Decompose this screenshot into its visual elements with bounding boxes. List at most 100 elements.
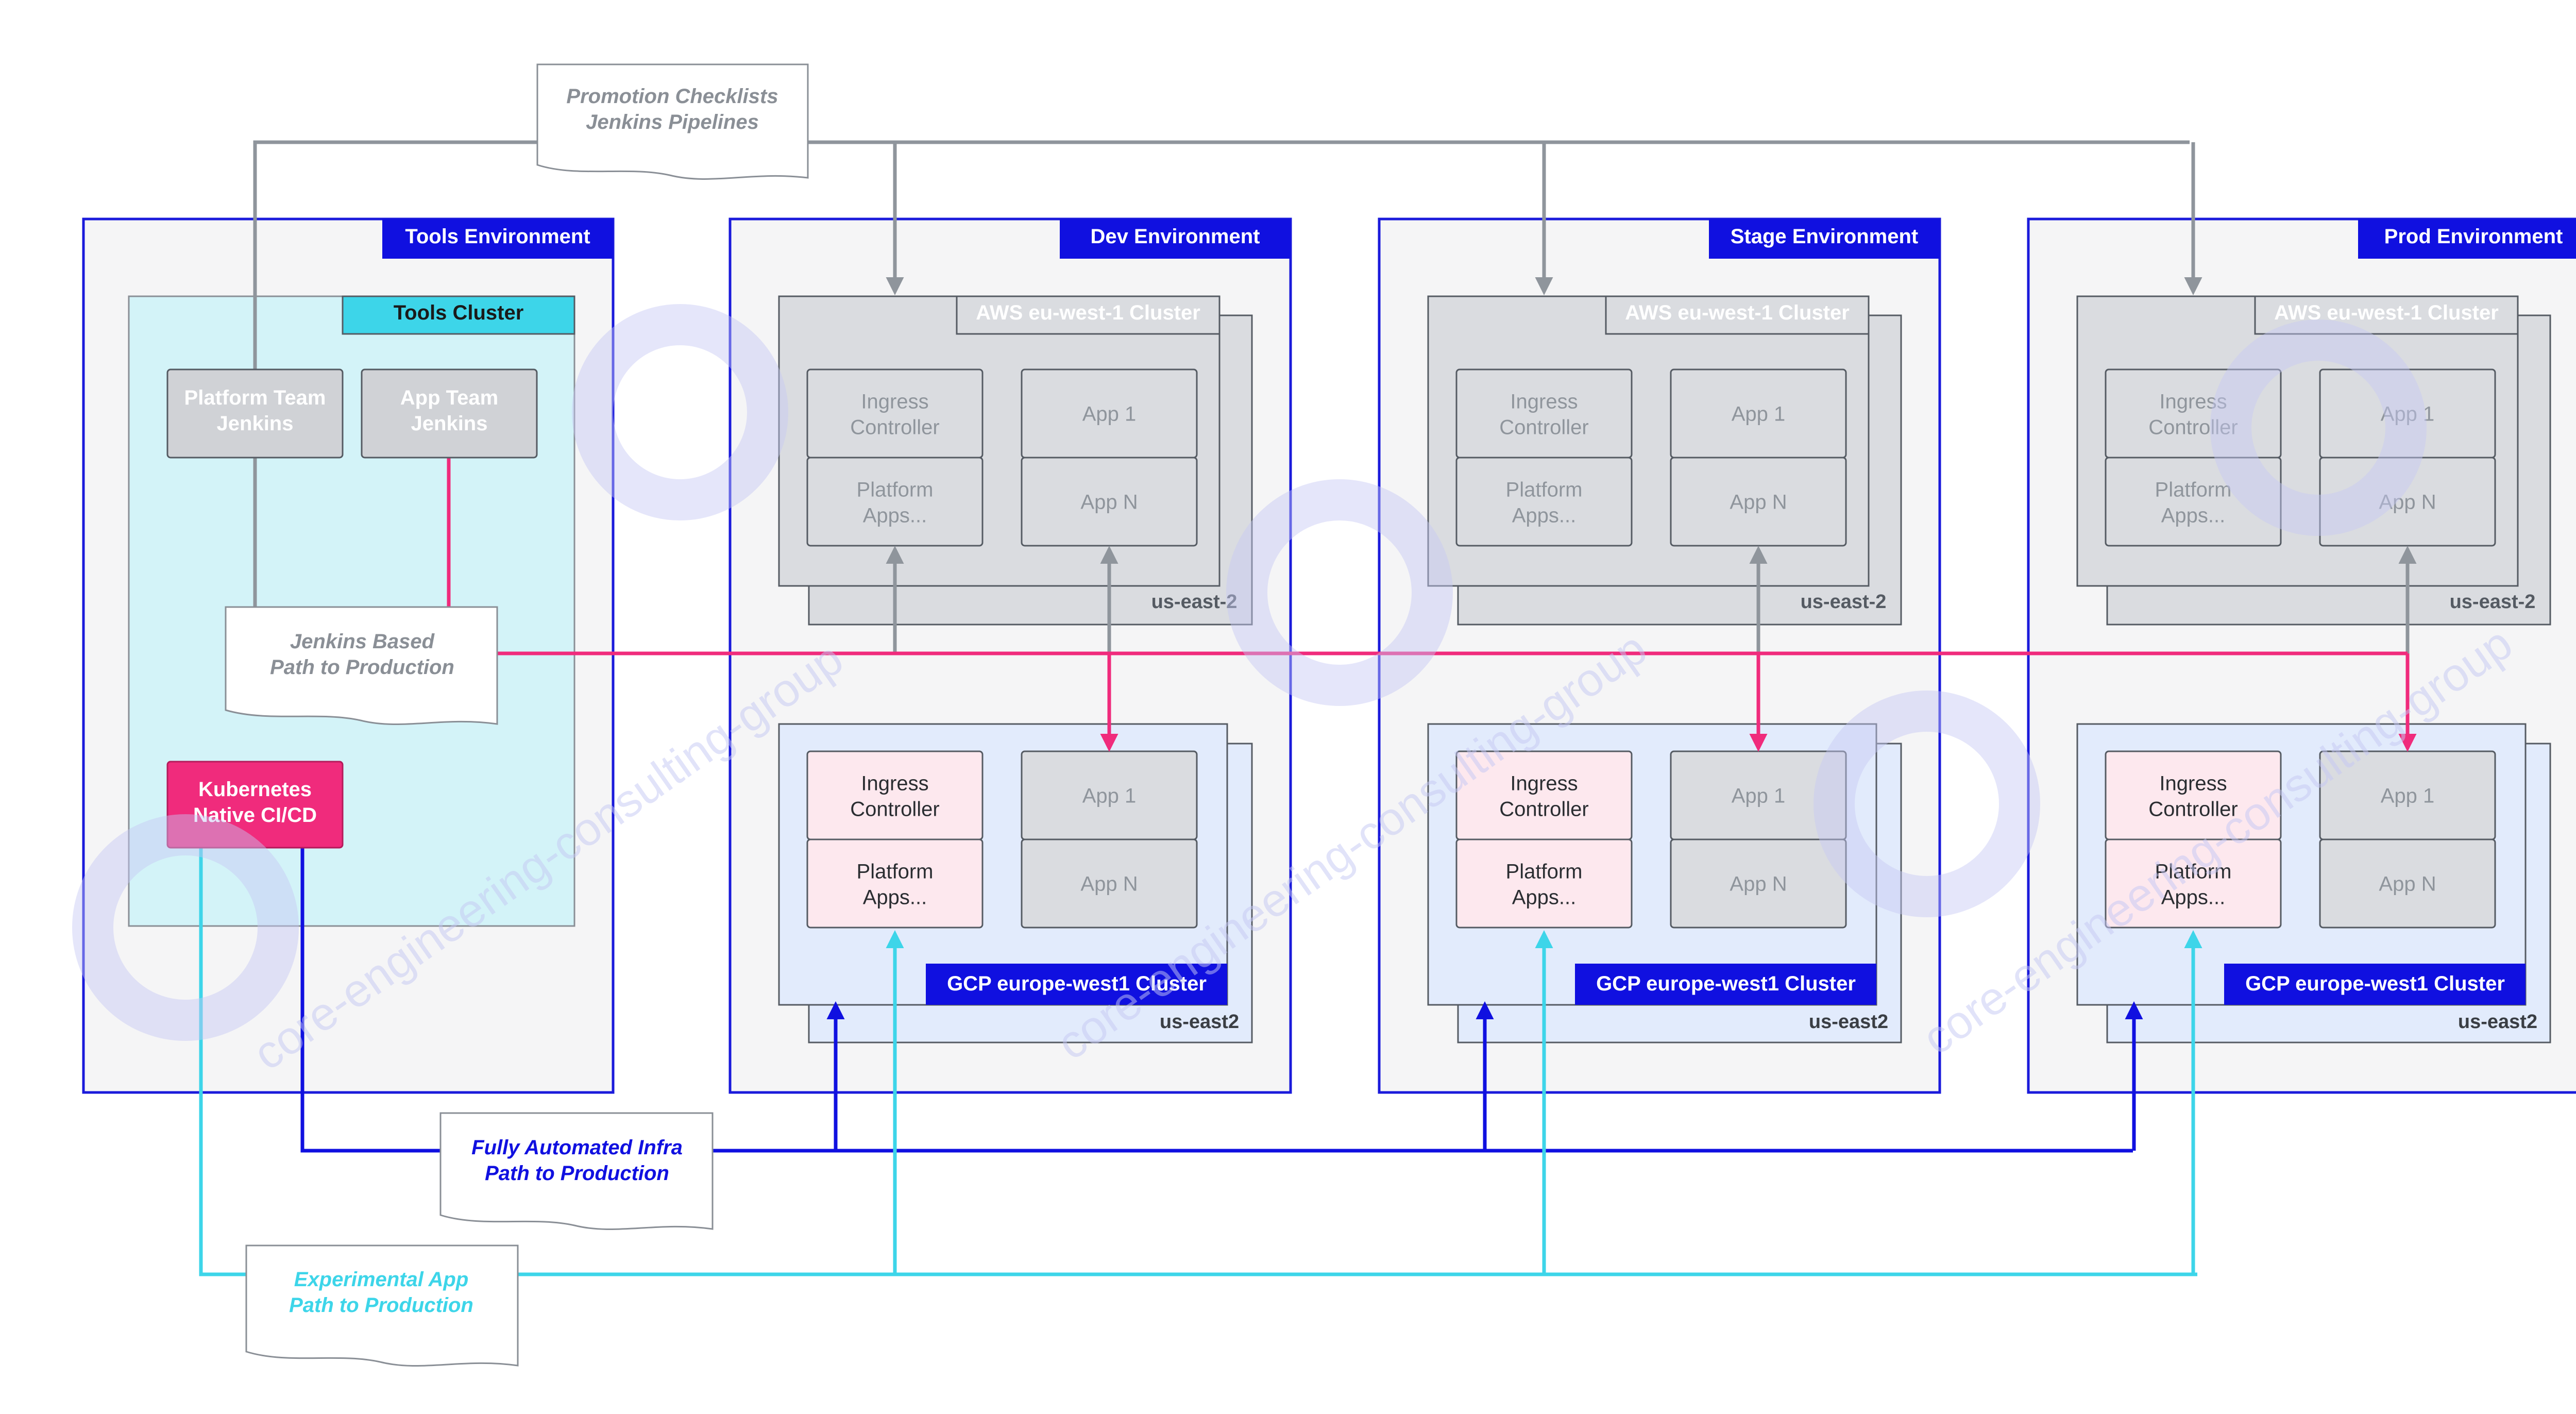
dev-gcp-app-1: App 1 — [1021, 750, 1198, 840]
prod-gcp-platform-apps-line2: Apps... — [2161, 886, 2226, 909]
app-team-jenkins-line1: App Team — [400, 386, 498, 409]
stage-gcp-ingress-controller-line2: Controller — [1499, 798, 1588, 821]
prod-aws-platform-apps: PlatformApps... — [2105, 457, 2282, 547]
dev-aws-app-n: App N — [1021, 457, 1198, 547]
prod-aws-app-n-label: App N — [2379, 491, 2436, 514]
dev-gcp-cluster-label: GCP europe-west1 Cluster — [947, 972, 1207, 995]
dev-gcp-platform-apps-line1: Platform — [857, 861, 934, 883]
prod-aws-cluster-label: AWS eu-west-1 Cluster — [2274, 301, 2499, 324]
dev-gcp-ingress-controller-line1: Ingress — [861, 772, 928, 795]
stage-aws-app-n: App N — [1670, 457, 1847, 547]
prod-aws-platform-apps-line2: Apps... — [2161, 504, 2226, 527]
prod-gcp-platform-apps: PlatformApps... — [2105, 838, 2282, 929]
jenkins-doc-line1: Jenkins Based — [290, 630, 435, 653]
stage-gcp-app-n: App N — [1670, 838, 1847, 929]
stage-gcp-ingress-controller-line1: Ingress — [1510, 772, 1578, 795]
dev-environment-label: Dev Environment — [1091, 225, 1260, 248]
tools-environment-label: Tools Environment — [405, 225, 590, 248]
stage-aws-cluster-label: AWS eu-west-1 Cluster — [1625, 301, 1850, 324]
dev-gcp-region: us-east2 — [1160, 1011, 1239, 1033]
prod-aws-region: us-east-2 — [2450, 591, 2536, 613]
stage-gcp-app-n-label: App N — [1730, 873, 1787, 896]
jenkins-doc-line2: Path to Production — [270, 656, 454, 679]
prod-aws-app-n: App N — [2319, 457, 2496, 547]
stage-aws-ingress-controller-line2: Controller — [1499, 416, 1588, 439]
dev-gcp-app-1-label: App 1 — [1082, 785, 1137, 807]
prod-gcp-ingress-controller-line1: Ingress — [2159, 772, 2227, 795]
prod-gcp-cluster: GCP europe-west1 Cluster us-east2 IngressC… — [2076, 723, 2551, 1043]
dev-aws-ingress-controller-line2: Controller — [850, 416, 939, 439]
dev-aws-region: us-east-2 — [1151, 591, 1238, 613]
kubernetes-native-cicd-line1: Kubernetes — [198, 778, 312, 801]
cyan-link-main — [199, 848, 2197, 1276]
prod-aws-app-1: App 1 — [2319, 368, 2496, 459]
promotion-doc-line1: Promotion Checklists — [566, 85, 778, 108]
stage-gcp-region: us-east2 — [1809, 1011, 1888, 1033]
stage-gcp-platform-apps: PlatformApps... — [1455, 838, 1633, 929]
prod-gcp-app-1-label: App 1 — [2381, 785, 2435, 807]
dev-aws-platform-apps-line1: Platform — [857, 479, 934, 501]
infra-doc-line2: Path to Production — [485, 1162, 669, 1185]
app-team-jenkins-line2: Jenkins — [411, 412, 488, 435]
prod-aws-ingress-controller-line1: Ingress — [2159, 391, 2227, 413]
dev-gcp-app-n-label: App N — [1080, 873, 1138, 896]
infra-doc-line1: Fully Automated Infra — [471, 1136, 683, 1159]
experimental-doc-line1: Experimental App — [294, 1268, 469, 1291]
stage-aws-app-1: App 1 — [1670, 368, 1847, 459]
dev-aws-cluster: AWS eu-west-1 Cluster us-east-2 IngressCon… — [778, 295, 1253, 626]
platform-team-jenkins-line1: Platform Team — [184, 386, 326, 409]
prod-environment-label: Prod Environment — [2384, 225, 2563, 248]
prod-gcp-region: us-east2 — [2458, 1011, 2537, 1033]
tools-cluster-label: Tools Cluster — [394, 301, 524, 324]
dev-gcp-cluster: GCP europe-west1 Cluster us-east2 IngressC… — [778, 723, 1253, 1043]
platform-team-jenkins-line2: Jenkins — [217, 412, 294, 435]
stage-gcp-cluster: GCP europe-west1 Cluster us-east2 IngressC… — [1427, 723, 1902, 1043]
stage-gcp-app-1-label: App 1 — [1732, 785, 1786, 807]
dev-aws-platform-apps-line2: Apps... — [863, 504, 927, 527]
jenkins-path-doc: Jenkins Based Path to Production — [225, 606, 498, 726]
prod-gcp-cluster-label: GCP europe-west1 Cluster — [2245, 972, 2505, 995]
dev-aws-app-n-label: App N — [1080, 491, 1138, 514]
promotion-doc-line2: Jenkins Pipelines — [586, 111, 759, 133]
prod-gcp-app-n: App N — [2319, 838, 2496, 929]
dev-gcp-platform-apps-line2: Apps... — [863, 886, 927, 909]
kubernetes-native-cicd: Kubernetes Native CI/CD — [166, 761, 344, 849]
prod-aws-platform-apps-line1: Platform — [2155, 479, 2232, 501]
stage-aws-platform-apps-line2: Apps... — [1512, 504, 1577, 527]
stage-aws-platform-apps: PlatformApps... — [1455, 457, 1633, 547]
prod-aws-app-1-label: App 1 — [2381, 403, 2435, 426]
dev-gcp-ingress-controller-line2: Controller — [850, 798, 939, 821]
stage-gcp-cluster-label: GCP europe-west1 Cluster — [1596, 972, 1856, 995]
dev-gcp-platform-apps: PlatformApps... — [806, 838, 984, 929]
app-team-jenkins: App Team Jenkins — [361, 368, 538, 459]
stage-aws-region: us-east-2 — [1801, 591, 1887, 613]
stage-gcp-app-1: App 1 — [1670, 750, 1847, 840]
stage-aws-platform-apps-line1: Platform — [1506, 479, 1583, 501]
platform-team-jenkins: Platform Team Jenkins — [166, 368, 344, 459]
prod-gcp-app-1: App 1 — [2319, 750, 2496, 840]
dev-aws-ingress-controller-line1: Ingress — [861, 391, 928, 413]
dev-aws-cluster-label: AWS eu-west-1 Cluster — [976, 301, 1200, 324]
dev-aws-app-1: App 1 — [1021, 368, 1198, 459]
experimental-path-doc: Experimental App Path to Production — [245, 1244, 519, 1367]
prod-gcp-platform-apps-line1: Platform — [2155, 861, 2232, 883]
prod-gcp-ingress-controller-line2: Controller — [2148, 798, 2238, 821]
promotion-checklist-doc: Promotion Checklists Jenkins Pipelines — [536, 63, 809, 180]
prod-gcp-app-n-label: App N — [2379, 873, 2436, 896]
stage-environment-label: Stage Environment — [1731, 225, 1919, 248]
stage-aws-cluster: AWS eu-west-1 Cluster us-east-2 IngressCon… — [1427, 295, 1902, 626]
tools-environment-label-bg — [382, 219, 613, 259]
kubernetes-native-cicd-line2: Native CI/CD — [193, 804, 317, 827]
